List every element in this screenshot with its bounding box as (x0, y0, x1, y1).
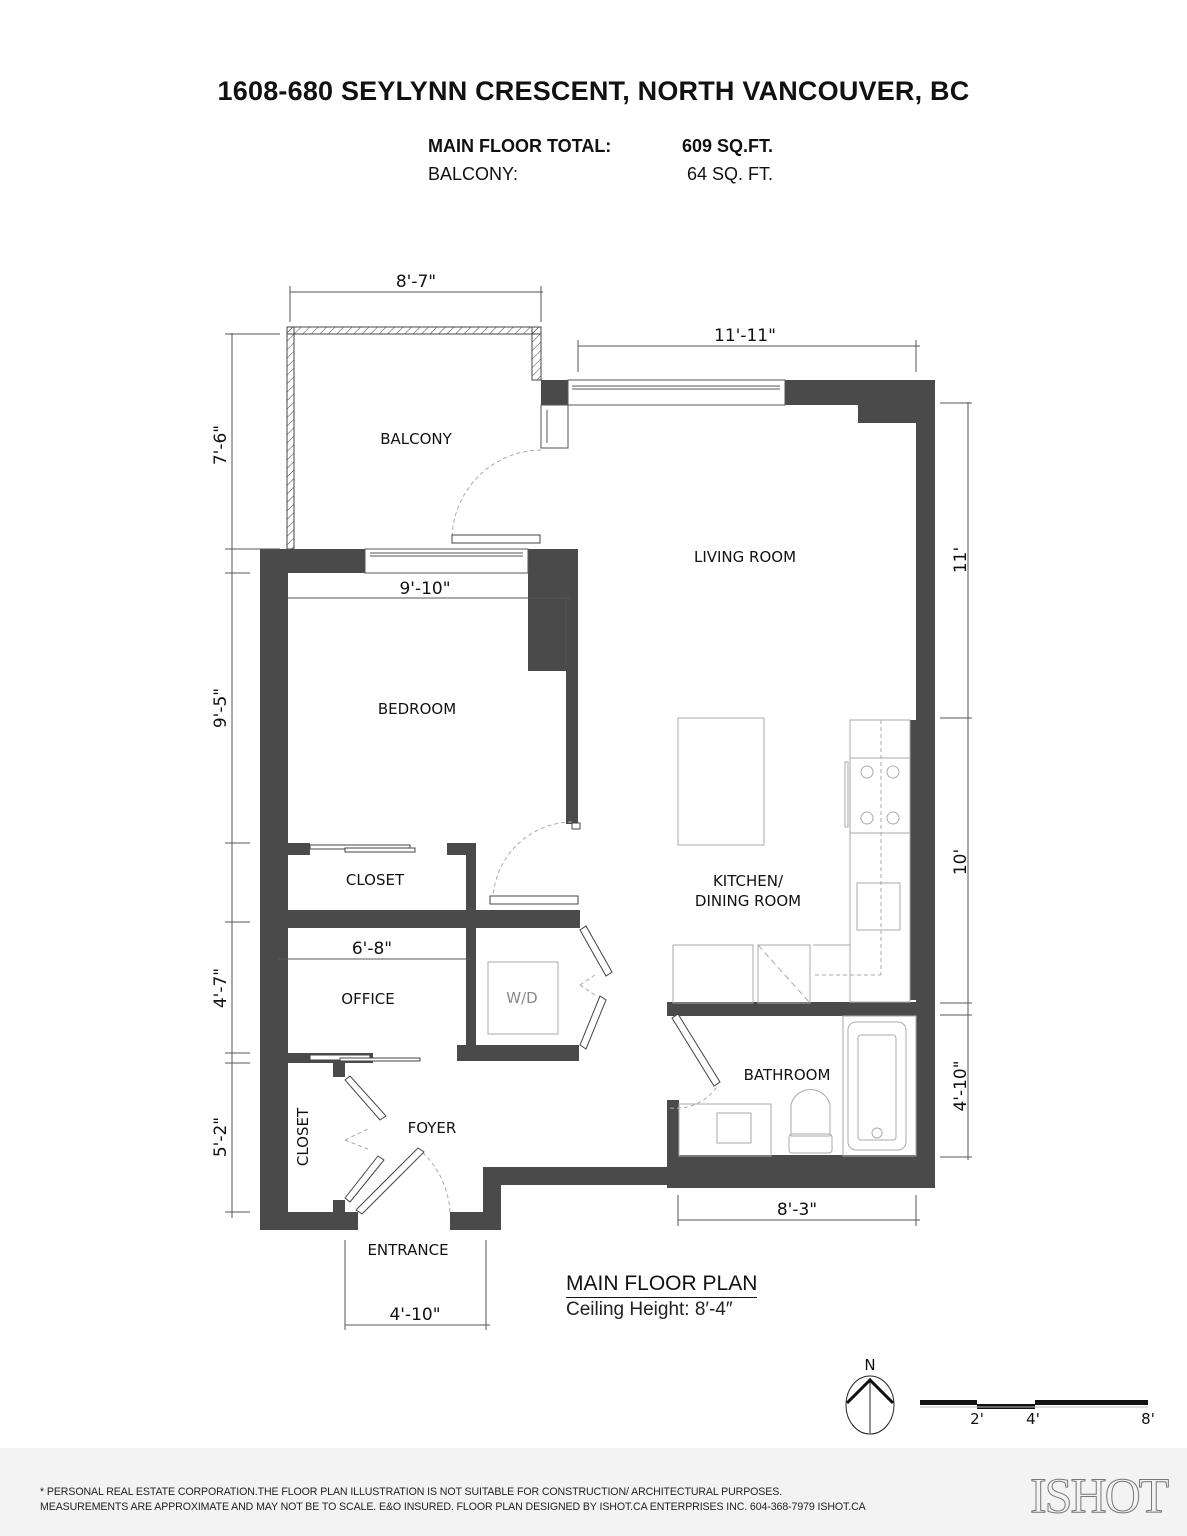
dim-bathroom-depth: 4'-10" (951, 1060, 971, 1111)
area-row-balcony: BALCONY: 64 SQ. FT. (428, 160, 773, 188)
bathroom-fixtures (678, 1015, 917, 1157)
bathtub (847, 1021, 907, 1151)
dim-office-depth: 4'-7" (211, 968, 231, 1008)
room-label-foyer-closet: CLOSET (294, 1107, 312, 1166)
area-summary: MAIN FLOOR TOTAL: 609 SQ.FT. BALCONY: 64… (428, 132, 773, 188)
room-label-bathroom: BATHROOM (744, 1066, 831, 1084)
dim-living-depth: 11' (951, 547, 971, 573)
compass-label: N (864, 1356, 875, 1374)
kitchen-fixtures (672, 717, 911, 1004)
dim-office-width: 6'-8" (352, 939, 392, 959)
cooktop (849, 757, 911, 834)
area-value: 609 SQ.FT. (681, 136, 773, 156)
dim-bedroom-depth: 9'-5" (211, 688, 231, 728)
dim-balcony-depth: 7'-6" (211, 425, 231, 465)
footer (0, 1448, 1187, 1536)
dim-living-width: 11'-11" (714, 326, 776, 346)
dim-kitchen-depth: 10' (951, 849, 971, 875)
toilet (790, 1089, 831, 1137)
room-label-office: OFFICE (341, 990, 394, 1008)
dim-balcony-width: 8'-7" (396, 272, 436, 292)
room-label-closet: CLOSET (346, 871, 405, 889)
room-label-entrance: ENTRANCE (367, 1241, 448, 1259)
washer-dryer (487, 961, 559, 1035)
room-label-dining: DINING ROOM (695, 892, 801, 910)
dim-foyer-depth: 5'-2" (211, 1117, 231, 1157)
dim-bedroom-width: 9'-10" (399, 579, 450, 599)
disclaimer-line-2: MEASUREMENTS ARE APPROXIMATE AND MAY NOT… (40, 1501, 866, 1513)
disclaimer: * PERSONAL REAL ESTATE CORPORATION.THE F… (40, 1485, 866, 1515)
room-label-living-room: LIVING ROOM (694, 548, 796, 566)
dimension-lines (225, 286, 972, 1330)
door-swings (344, 449, 719, 1213)
walls (260, 380, 935, 1230)
scale-tick-4: 4' (1026, 1410, 1040, 1428)
dishwasher (757, 944, 811, 1004)
disclaimer-line-1: * PERSONAL REAL ESTATE CORPORATION.THE F… (40, 1486, 783, 1498)
room-label-balcony: BALCONY (380, 430, 452, 448)
dim-bathroom-width: 8'-3" (777, 1200, 817, 1220)
area-value: 64 SQ. FT. (686, 164, 773, 184)
ishot-logo: ISHOT (1029, 1467, 1169, 1524)
dim-entrance-width: 4'-10" (389, 1305, 440, 1325)
scale-tick-2: 2' (970, 1410, 984, 1428)
north-arrow: N (845, 1356, 895, 1435)
room-label-laundry: W/D (506, 989, 537, 1007)
windows (364, 379, 786, 574)
room-label-kitchen: KITCHEN/ (713, 872, 784, 890)
area-label: BALCONY: (428, 164, 519, 184)
room-label-foyer: FOYER (408, 1119, 457, 1137)
kitchen-sink (856, 882, 901, 931)
fridge (672, 944, 754, 1004)
dining-table (677, 717, 765, 846)
scale-bar: 2' 4' 8' (920, 1400, 1155, 1428)
vanity (678, 1103, 772, 1157)
area-row-main-floor: MAIN FLOOR TOTAL: 609 SQ.FT. (428, 132, 773, 160)
door-leaves (309, 534, 721, 1215)
bathroom-sink (716, 1112, 752, 1144)
plan-title: MAIN FLOOR PLAN (566, 1272, 758, 1298)
scale-tick-8: 8' (1141, 1410, 1155, 1428)
area-label: MAIN FLOOR TOTAL: (428, 136, 612, 156)
floor-plan: BALCONY LIVING ROOM BEDROOM CLOSET KITCH… (211, 272, 1155, 1435)
room-label-bedroom: BEDROOM (378, 700, 456, 718)
property-address: 1608-680 SEYLYNN CRESCENT, NORTH VANCOUV… (217, 76, 970, 106)
ceiling-height: Ceiling Height: 8′-4″ (566, 1299, 733, 1320)
